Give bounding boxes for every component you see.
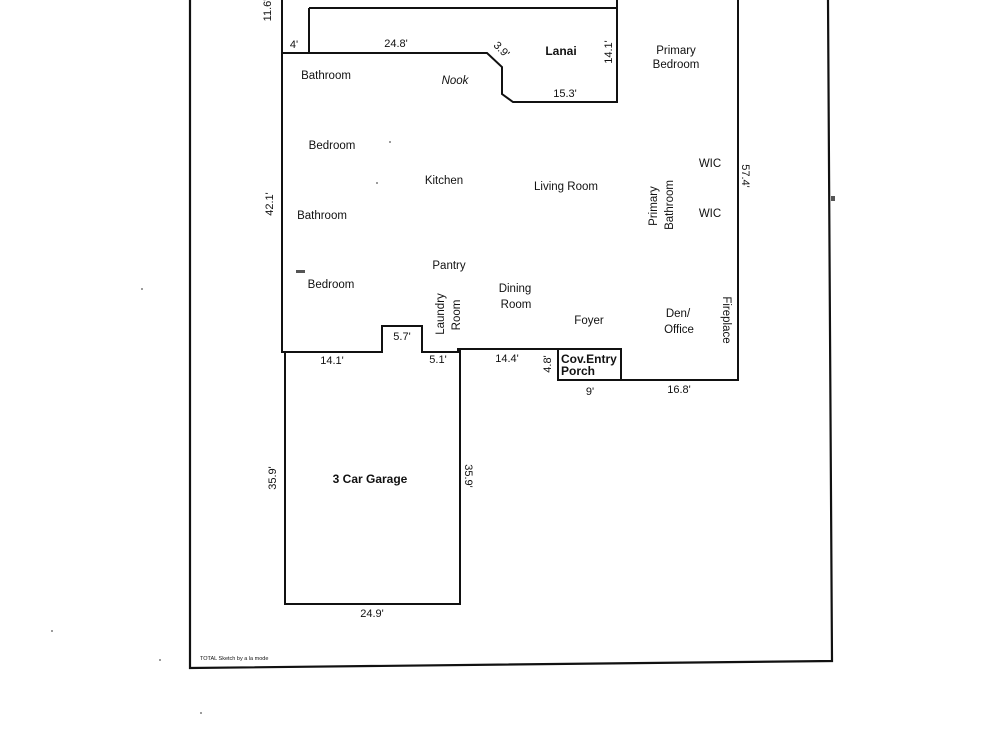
room-label-den-office: Den/ bbox=[666, 308, 691, 320]
scan-mark bbox=[831, 196, 835, 201]
room-label-dining-room: Dining bbox=[499, 283, 532, 295]
room-label-wic-upper: WIC bbox=[699, 158, 721, 170]
room-label-bedroom-upper: Bedroom bbox=[309, 140, 356, 152]
scan-dot bbox=[51, 630, 53, 632]
room-label-primary-bathroom: Bathroom bbox=[664, 180, 676, 230]
dimension-label: 14.1' bbox=[320, 355, 344, 367]
dimension-label: 5.1' bbox=[429, 354, 446, 366]
room-label-foyer: Foyer bbox=[574, 315, 604, 327]
dimension-label: 4.8' bbox=[542, 355, 554, 372]
room-label-bathroom-lower: Bathroom bbox=[297, 210, 347, 222]
dimension-label: 5.7' bbox=[393, 331, 410, 343]
room-label-wic-lower: WIC bbox=[699, 208, 721, 220]
room-label-porch: Porch bbox=[561, 364, 595, 378]
dimension-label: 57.4' bbox=[739, 164, 751, 188]
room-label-pantry: Pantry bbox=[432, 260, 465, 272]
room-label-dining-room: Room bbox=[501, 299, 532, 311]
room-label-bedroom-lower: Bedroom bbox=[308, 279, 355, 291]
scan-dot bbox=[200, 712, 202, 714]
room-label-living-room: Living Room bbox=[534, 181, 598, 193]
dimension-label: 35.9' bbox=[462, 464, 474, 488]
room-label-porch: Cov.Entry bbox=[561, 352, 617, 366]
room-label-bathroom-upper: Bathroom bbox=[301, 70, 351, 82]
dimension-label: 15.3' bbox=[553, 88, 577, 100]
room-label-nook: Nook bbox=[442, 75, 470, 87]
dimension-label: 35.9' bbox=[267, 466, 279, 490]
dimension-label: 3.9' bbox=[491, 39, 512, 60]
lanai-outline bbox=[282, 7, 618, 103]
room-label-garage: 3 Car Garage bbox=[333, 472, 408, 486]
dimension-label: 42.1' bbox=[264, 192, 276, 216]
room-label-lanai: Lanai bbox=[545, 44, 576, 58]
dimension-label: 11.6' bbox=[262, 0, 274, 21]
room-label-kitchen: Kitchen bbox=[425, 175, 463, 187]
room-label-den-office: Office bbox=[664, 324, 694, 336]
dimension-label: 14.4' bbox=[495, 353, 519, 365]
page-frame bbox=[188, 0, 834, 670]
room-label-primary-bathroom: Primary bbox=[648, 186, 660, 226]
dimension-label: 9' bbox=[586, 386, 594, 398]
scan-dot bbox=[389, 141, 391, 143]
room-label-laundry-room: Room bbox=[451, 300, 463, 331]
porch-outline bbox=[557, 348, 622, 381]
room-label-fireplace: Fireplace bbox=[720, 296, 732, 343]
dimension-label: 16.8' bbox=[667, 384, 691, 396]
dimension-label: 4' bbox=[290, 39, 298, 51]
room-label-primary-bedroom: Primary bbox=[656, 45, 696, 57]
room-label-primary-bedroom: Bedroom bbox=[653, 59, 700, 71]
dimension-label: 14.1' bbox=[603, 40, 615, 64]
dimension-label: 24.8' bbox=[384, 38, 408, 50]
scan-dot bbox=[141, 288, 143, 290]
dimension-label: 24.9' bbox=[360, 608, 384, 620]
software-credit: TOTAL Sketch by a la mode bbox=[200, 656, 268, 662]
scan-dot bbox=[159, 659, 161, 661]
scan-dot bbox=[376, 182, 378, 184]
scan-mark bbox=[296, 270, 305, 273]
garage-outline bbox=[284, 350, 461, 605]
room-label-laundry-room: Laundry bbox=[435, 293, 447, 335]
